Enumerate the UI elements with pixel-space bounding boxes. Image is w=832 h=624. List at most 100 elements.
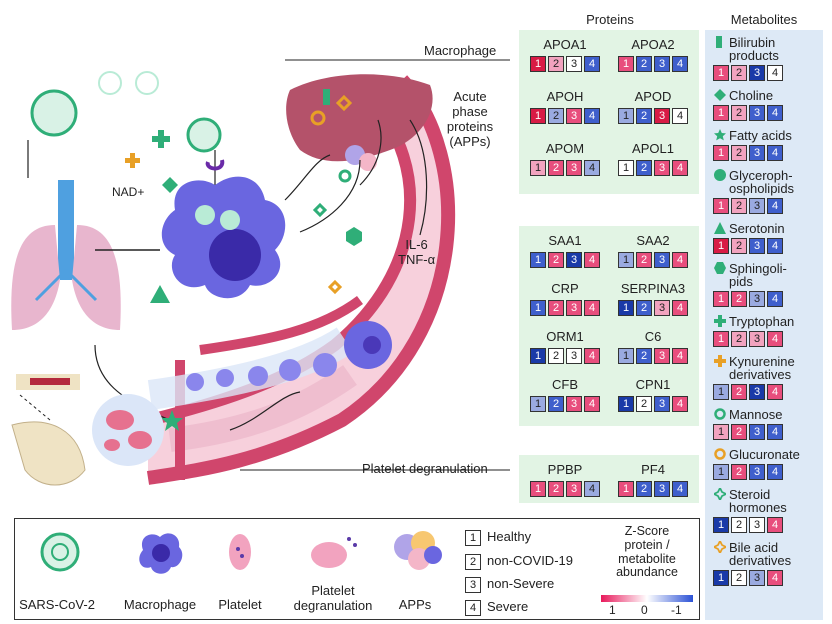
- group-box: 3: [566, 300, 582, 316]
- group-box: 2: [548, 348, 564, 364]
- group-box: 2: [548, 481, 564, 497]
- group-box: 2: [731, 517, 747, 533]
- group-box: 3: [749, 384, 765, 400]
- metabolite-name-line: products: [729, 48, 779, 63]
- group-box: 2: [636, 348, 652, 364]
- group-box: 2: [636, 481, 652, 497]
- diamond-icon: [714, 89, 726, 101]
- metabolite-name: Glyceroph-ospholipids: [713, 169, 821, 195]
- metabolite-name: Sphingoli-pids: [713, 262, 821, 288]
- group-box: 1: [713, 464, 729, 480]
- group-box: 1: [530, 300, 546, 316]
- metabolite-name-line: Bile acid: [729, 540, 779, 555]
- group-box: 2: [731, 291, 747, 307]
- group-box: 1: [530, 348, 546, 364]
- metabolite-name-line: Bilirubin: [729, 35, 776, 50]
- zscore-colorbar: [601, 595, 693, 602]
- group-box: 1: [530, 56, 546, 72]
- group-number: 2: [465, 553, 481, 570]
- protein-name: APOL1: [632, 141, 674, 156]
- group-box: 4: [672, 108, 688, 124]
- metabolite-name-line: Sphingoli-: [729, 261, 787, 276]
- hexagon-icon: [714, 262, 726, 274]
- group-box: 1: [713, 145, 729, 161]
- group-label: non-Severe: [487, 576, 555, 591]
- app-label-line: phase: [452, 103, 488, 119]
- group-number: 4: [465, 599, 481, 616]
- app-label: Acute phase proteins (APPs): [441, 89, 499, 150]
- triangle-icon: [714, 222, 726, 234]
- zscore-tick: 0: [641, 603, 648, 617]
- group-box: 1: [713, 517, 729, 533]
- group-box: 2: [548, 108, 564, 124]
- group-box: 3: [749, 464, 765, 480]
- protein-name: APOA1: [543, 37, 587, 52]
- group-box: 4: [584, 348, 600, 364]
- ring-orange-icon: [714, 448, 726, 460]
- metabolite-name: Mannose: [713, 408, 821, 421]
- group-box: 3: [566, 108, 582, 124]
- group-box: 1: [713, 198, 729, 214]
- metabolite-name-line: Steroid: [729, 487, 771, 502]
- legend-sars-cov-2: SARS-CoV-2: [19, 597, 95, 612]
- metabolite-shapes: [125, 130, 362, 431]
- group-box: 1: [618, 396, 634, 412]
- app-label-line: (APPs): [449, 133, 491, 149]
- group-box: 1: [530, 160, 546, 176]
- plus-orange-icon: [714, 355, 726, 367]
- protein-name: PPBP: [547, 462, 583, 477]
- protein-name: C6: [644, 329, 662, 344]
- group-box: 4: [584, 481, 600, 497]
- group-box: 4: [767, 65, 783, 81]
- metabolite-name-line: hormones: [729, 500, 787, 515]
- platelet-zoom: [92, 394, 164, 466]
- proteins-header: Proteins: [586, 12, 634, 27]
- macrophage-icon: [139, 533, 183, 574]
- zscore-line: Z-Score: [624, 524, 670, 538]
- group-box: 4: [767, 291, 783, 307]
- macrophage-label: Macrophage: [424, 43, 497, 58]
- metabolite-name-line: Choline: [729, 88, 774, 103]
- liver: [286, 74, 433, 183]
- group-box: 3: [566, 56, 582, 72]
- group-box: 3: [566, 396, 582, 412]
- group-box: 2: [636, 160, 652, 176]
- metabolite-name-line: pids: [729, 274, 753, 289]
- group-box: 3: [749, 517, 765, 533]
- group-box: 2: [731, 65, 747, 81]
- arrows: [27, 119, 428, 431]
- group-box: 2: [636, 396, 652, 412]
- app-label-line: Acute: [453, 89, 487, 104]
- group-box: 3: [749, 291, 765, 307]
- central-macrophage: [161, 159, 286, 299]
- app-label-line: proteins: [446, 118, 494, 134]
- rect-icon: [716, 36, 722, 48]
- zscore-line: abundance: [616, 565, 678, 580]
- metabolite-name-line: Glucuronate: [729, 447, 800, 462]
- group-box: 2: [548, 56, 564, 72]
- vessel-cells: [186, 353, 337, 391]
- legend-platelet-degranulation: Platelet degranulation: [283, 583, 383, 613]
- group-box: 3: [566, 252, 582, 268]
- zscore-line: metabolite: [618, 551, 676, 566]
- group-box: 4: [672, 300, 688, 316]
